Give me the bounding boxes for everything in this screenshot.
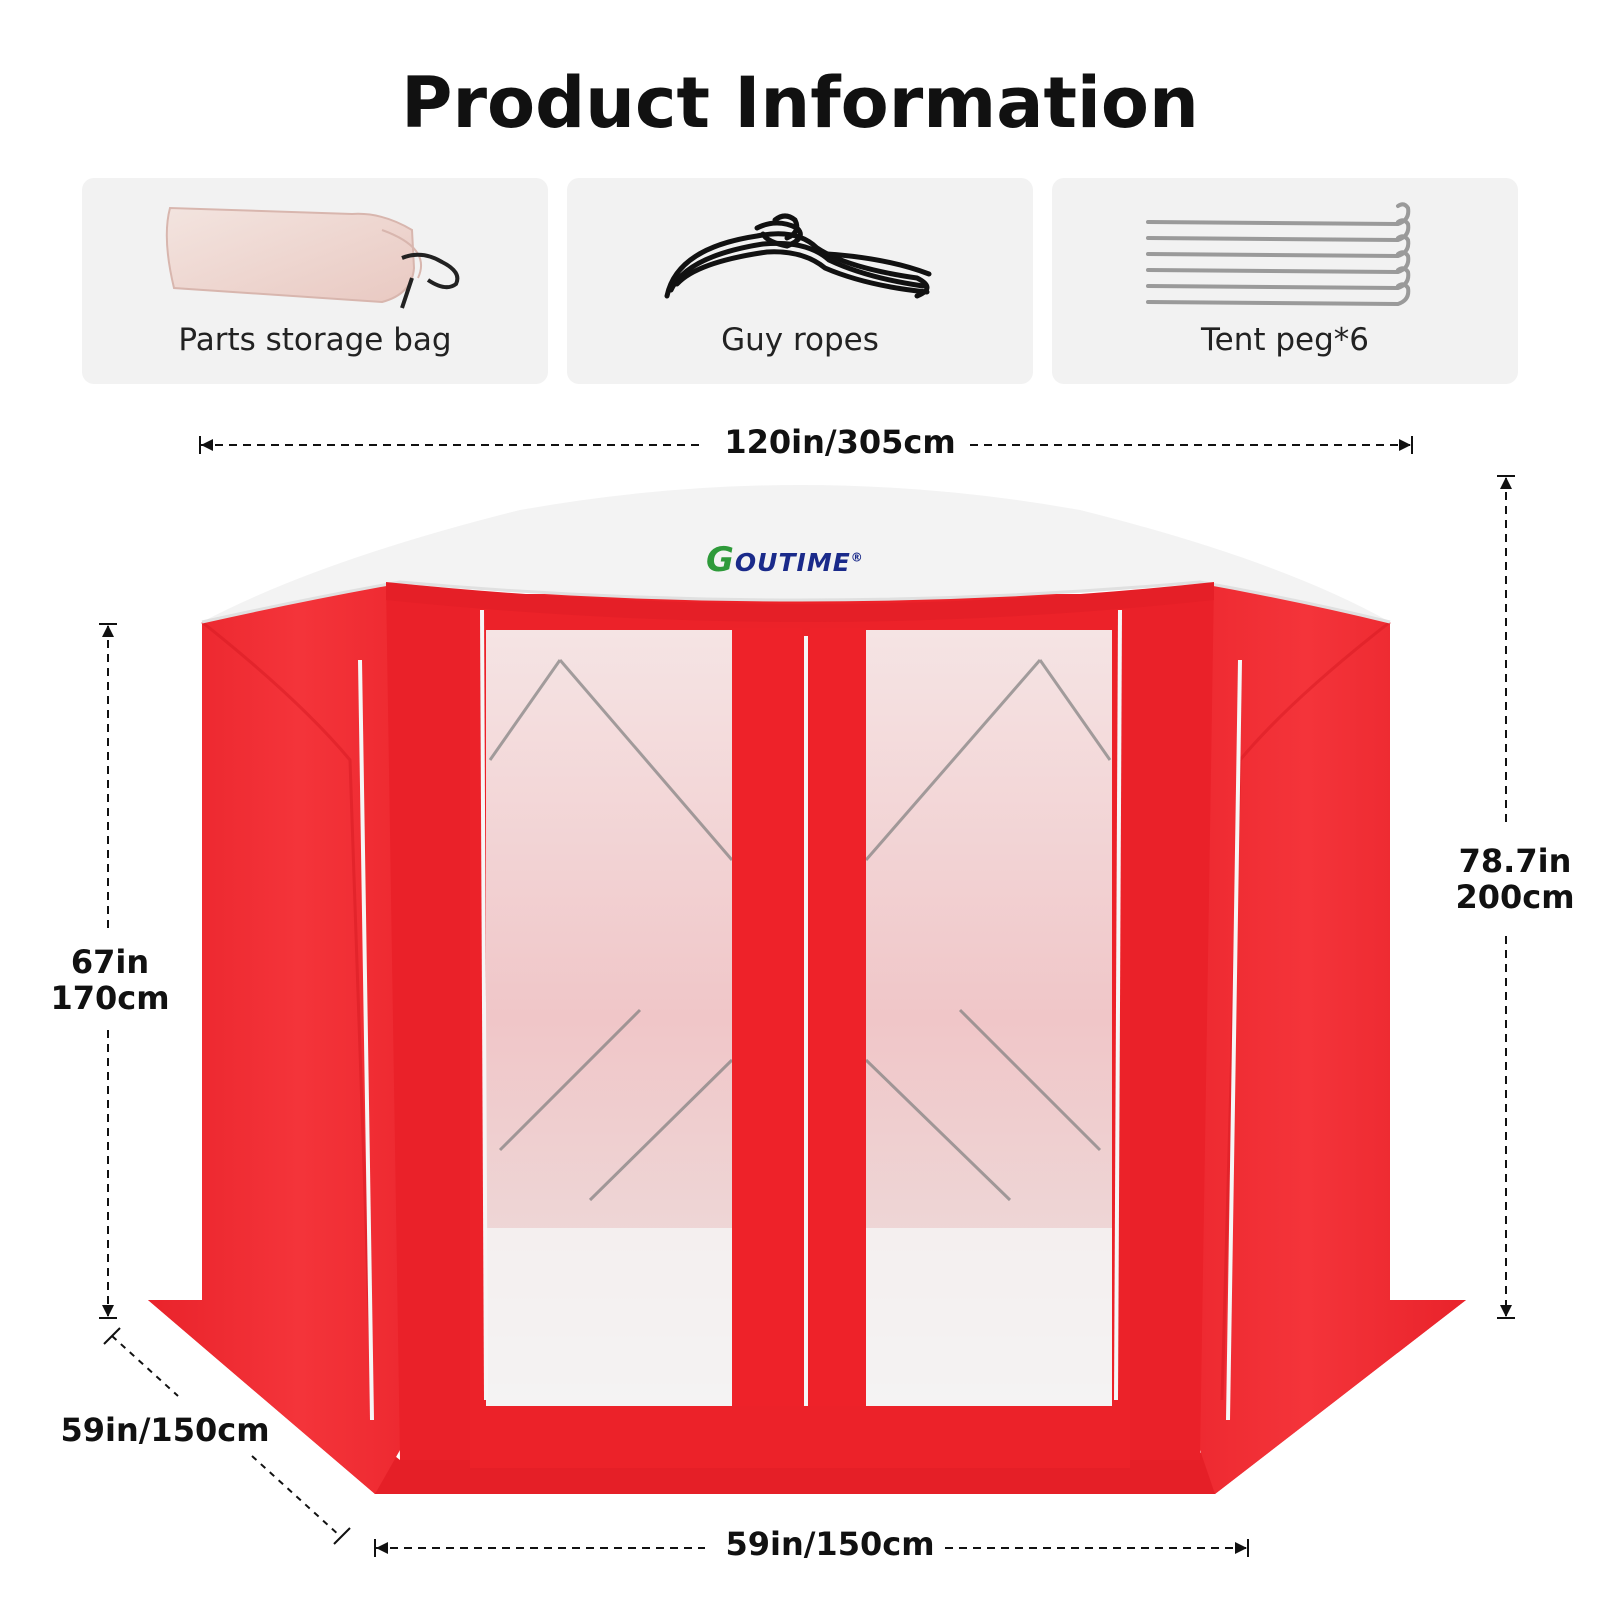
accessory-card-storage-bag: Parts storage bag <box>82 178 548 384</box>
accessory-label: Guy ropes <box>721 322 879 358</box>
dimension-right-height: 78.7in 200cm <box>1455 842 1575 916</box>
storage-bag-icon <box>165 206 460 309</box>
dimension-depth: 59in/150cm <box>60 1411 270 1449</box>
page-title: Product Information <box>401 62 1199 144</box>
dimension-left-height: 67in 170cm <box>50 943 170 1017</box>
tent-peg-icon <box>1146 202 1411 307</box>
dimension-bottom-width: 59in/150cm <box>725 1525 935 1563</box>
accessory-label: Parts storage bag <box>178 322 452 358</box>
tent-roof <box>202 485 1390 622</box>
accessory-label: Tent peg*6 <box>1200 322 1370 358</box>
tent-left-panel <box>148 582 400 1494</box>
tent-right-panel <box>1200 582 1466 1494</box>
accessory-card-tent-pegs: Tent peg*6 <box>1052 178 1518 384</box>
brand-logo: GOUTIME® <box>706 540 864 580</box>
rope-icon <box>664 213 932 299</box>
dimension-top-width: 120in/305cm <box>724 423 956 461</box>
accessory-card-guy-ropes: Guy ropes <box>567 178 1033 384</box>
